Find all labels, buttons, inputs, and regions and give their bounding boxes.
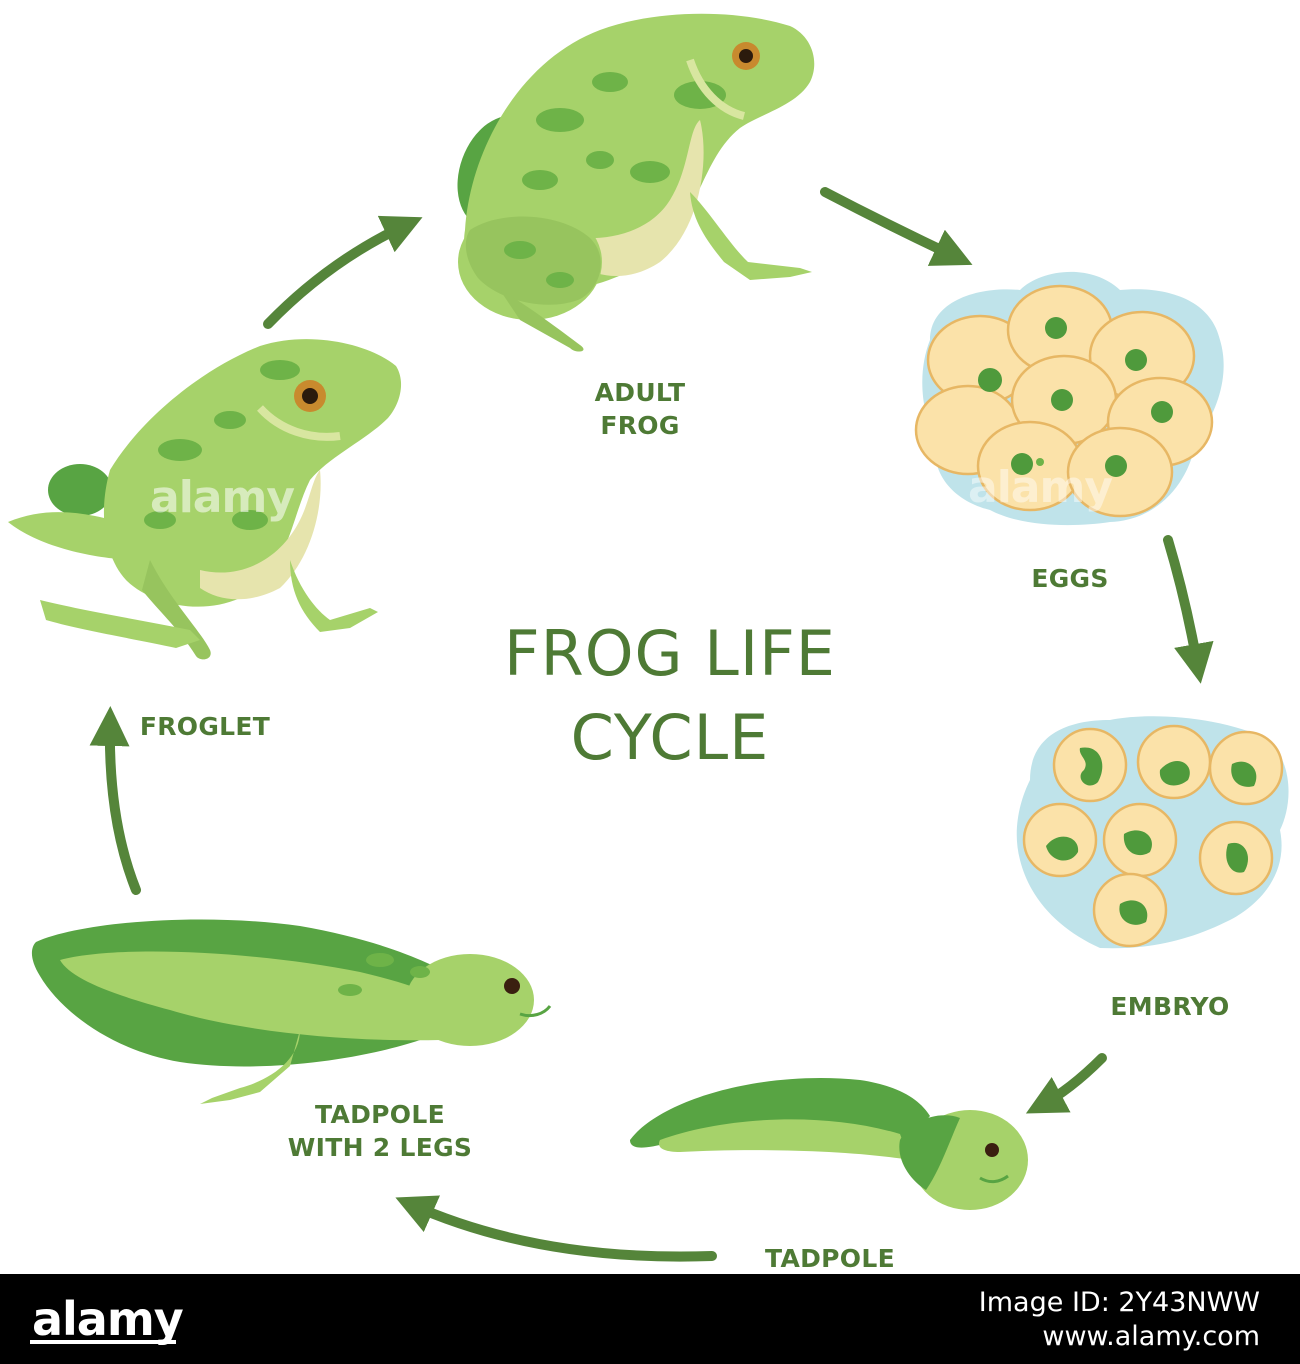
footer-logo-underline [30,1340,176,1344]
arrow-tadpole-legs-to-froglet [89,706,141,895]
label-embryo: EMBRYO [1110,992,1230,1021]
image-id-text: Image ID: 2Y43NWW [978,1287,1260,1318]
adult-frog-illustration [457,13,815,352]
arrow-eggs-to-embryo [1163,535,1214,684]
eggs-illustration [914,271,1224,526]
embryo-illustration [1016,716,1289,949]
arrow-embryo-to-tadpole [1025,1053,1107,1114]
watermark: alamy [968,462,1113,513]
frog-life-cycle-diagram: alamy alamy FROG LIFE CYCLE ADULT FROG E… [8,13,1289,1273]
watermark: alamy [150,472,295,523]
arrow-froglet-to-adult [263,215,423,329]
label-froglet: FROGLET [139,712,271,741]
arrow-tadpole-to-tadpole-legs [395,1195,717,1262]
footer-image-id: Image ID: 2Y43NWW www.alamy.com [979,1286,1260,1354]
footer-url: www.alamy.com [1042,1321,1260,1352]
diagram-title: FROG LIFE CYCLE [504,617,836,774]
cycle-arrows [89,187,1214,1262]
label-adult-frog: ADULT FROG [594,378,686,440]
froglet-illustration [8,339,402,660]
label-tadpole-with-2-legs: TADPOLE WITH 2 LEGS [287,1100,473,1162]
tadpole-illustration [630,1078,1028,1210]
label-tadpole: TADPOLE [765,1244,895,1273]
tadpole-with-legs-illustration [31,919,552,1104]
cycle-illustration [8,13,1289,1262]
arrow-adult-to-eggs [820,187,973,266]
label-eggs: EGGS [1031,564,1109,593]
footer-logo: alamy [32,1292,184,1346]
watermark-footer: alamy Image ID: 2Y43NWW www.alamy.com [0,1274,1300,1364]
